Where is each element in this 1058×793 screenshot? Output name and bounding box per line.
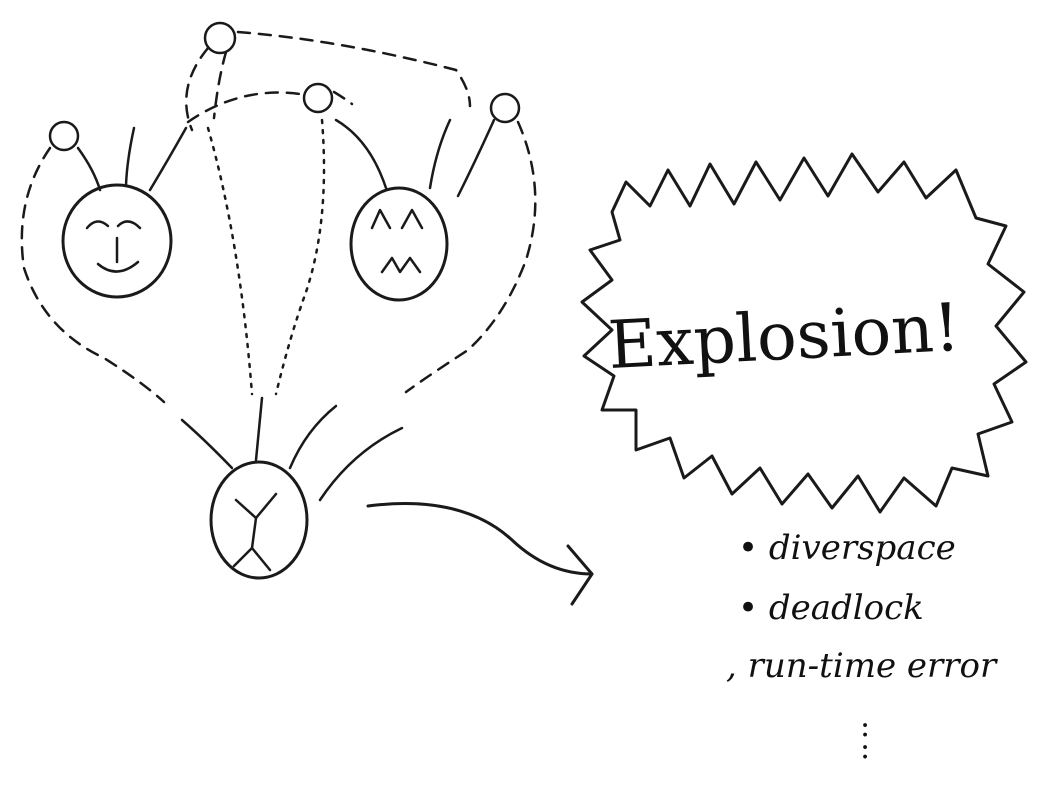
outcome-item-divergence: • diverspace <box>738 528 956 568</box>
result-arrow <box>368 504 592 604</box>
solid-connectors <box>78 120 494 500</box>
happy-face-icon <box>63 185 171 297</box>
dotted-connectors <box>208 120 324 394</box>
node-top <box>205 23 235 53</box>
outcome-item-deadlock: • deadlock <box>738 588 924 628</box>
node-right <box>491 94 519 122</box>
dashed-connectors <box>22 32 535 402</box>
node-middle <box>304 84 332 112</box>
broken-face-icon <box>211 462 307 578</box>
scared-face-icon <box>351 188 447 300</box>
outcome-item-runtime-error: , run-time error <box>726 646 996 686</box>
continuation-dots: : : <box>860 716 870 760</box>
node-left <box>50 122 78 150</box>
